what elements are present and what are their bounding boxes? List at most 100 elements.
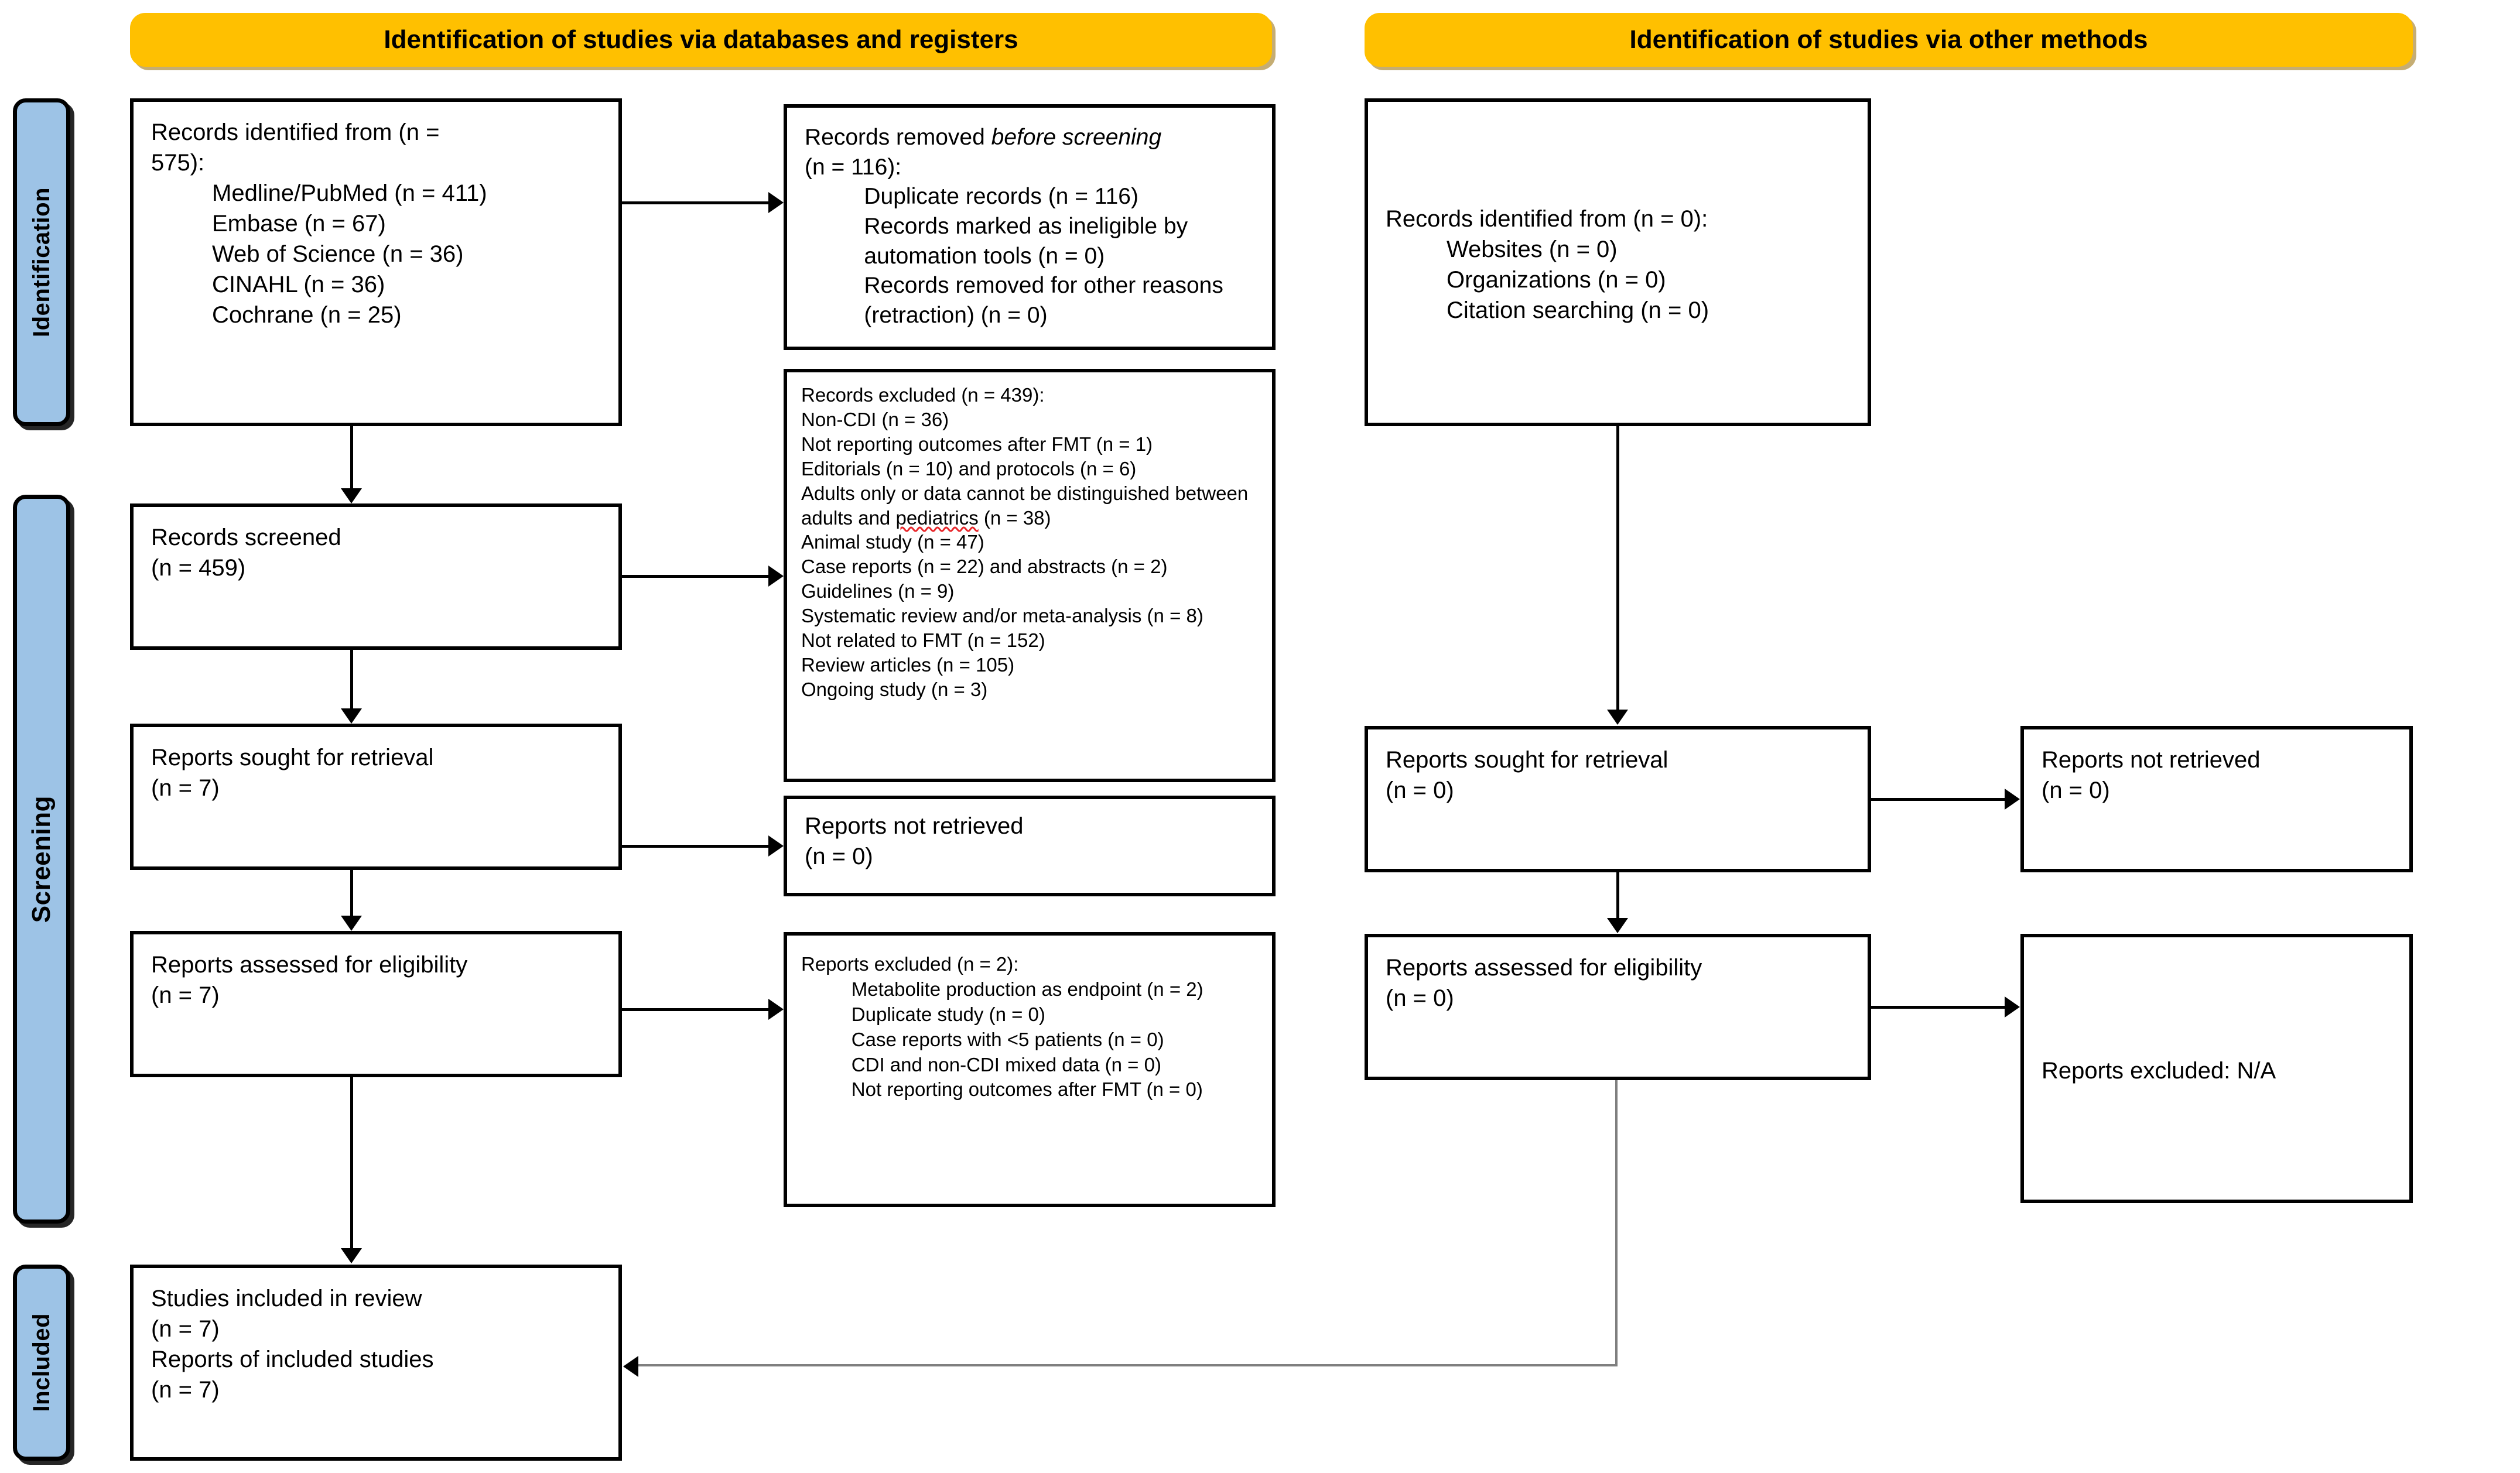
box-records-removed: Records removed before screening (n = 11… bbox=[784, 104, 1276, 350]
box-reports-not-retrieved-left: Reports not retrieved (n = 0) bbox=[784, 796, 1276, 896]
connector-identified-to-screened bbox=[350, 426, 353, 488]
connector-sought-to-assessed-left bbox=[350, 870, 353, 916]
records-excluded-item-10: Ongoing study (n = 3) bbox=[801, 678, 988, 700]
records-excluded-line1: Records excluded (n = 439): bbox=[801, 384, 1045, 406]
box-records-screened: Records screened (n = 459) bbox=[130, 503, 622, 650]
records-identified-other-item-2: Citation searching (n = 0) bbox=[1447, 297, 1709, 323]
records-removed-line1-emphasis: before screening bbox=[991, 125, 1162, 150]
box-records-identified: Records identified from (n = 575): Medli… bbox=[130, 98, 622, 426]
records-screened-line1: Records screened bbox=[151, 525, 341, 550]
box-reports-assessed-right: Reports assessed for eligibility (n = 0) bbox=[1365, 934, 1871, 1080]
records-removed-item-1: Records marked as ineligible by automati… bbox=[864, 214, 1188, 269]
box-reports-excluded-right: Reports excluded: N/A bbox=[2020, 934, 2413, 1203]
reports-sought-right-line1: Reports sought for retrieval bbox=[1386, 747, 1668, 773]
reports-excluded-right-line1: Reports excluded: N/A bbox=[2042, 1058, 2276, 1084]
connector-screened-to-excluded bbox=[622, 575, 768, 578]
arrowhead-assessed-to-included bbox=[341, 1248, 362, 1263]
arrowhead-sought-to-assessed-right bbox=[1607, 918, 1628, 933]
banner-databases-label: Identification of studies via databases … bbox=[384, 25, 1018, 54]
studies-included-line1: Studies included in review bbox=[151, 1286, 422, 1311]
connector-identified-other-to-sought-right bbox=[1616, 426, 1619, 710]
records-excluded-item-2: Editorials (n = 10) and protocols (n = 6… bbox=[801, 457, 1137, 479]
arrowhead-other-methods-to-included bbox=[623, 1356, 638, 1377]
reports-excluded-left-item-2: Case reports with <5 patients (n = 0) bbox=[851, 1028, 1164, 1050]
reports-excluded-left-line1: Reports excluded (n = 2): bbox=[801, 953, 1019, 975]
records-removed-item-2: Records removed for other reasons (retra… bbox=[864, 273, 1223, 328]
arrowhead-screened-to-excluded bbox=[768, 566, 784, 587]
box-reports-not-retrieved-right: Reports not retrieved (n = 0) bbox=[2020, 726, 2413, 872]
spellcheck-misspelled-word: pediatrics bbox=[895, 506, 979, 529]
arrowhead-sought-to-not-retrieved-left bbox=[768, 835, 784, 857]
connector-assessed-right-elbow-vertical bbox=[1615, 1080, 1618, 1366]
reports-not-retrieved-left-line1: Reports not retrieved bbox=[805, 813, 1024, 839]
phase-identification-label: Identification bbox=[28, 187, 54, 337]
records-identified-line1: Records identified from (n = bbox=[151, 119, 440, 145]
banner-databases-registers: Identification of studies via databases … bbox=[130, 13, 1272, 67]
records-excluded-item-7: Systematic review and/or meta-analysis (… bbox=[801, 605, 1203, 627]
records-screened-line2: (n = 459) bbox=[151, 555, 246, 581]
phase-included: Included bbox=[13, 1265, 70, 1461]
connector-screened-to-sought bbox=[350, 650, 353, 708]
records-identified-source-0: Medline/PubMed (n = 411) bbox=[212, 180, 487, 206]
records-removed-line2: (n = 116): bbox=[805, 154, 902, 180]
reports-not-retrieved-right-line1: Reports not retrieved bbox=[2042, 747, 2261, 773]
connector-assessed-to-included bbox=[350, 1077, 353, 1248]
reports-assessed-right-line2: (n = 0) bbox=[1386, 985, 1454, 1011]
arrowhead-assessed-to-excluded-left bbox=[768, 999, 784, 1020]
banner-other-methods-label: Identification of studies via other meth… bbox=[1629, 25, 2148, 54]
connector-assessed-right-elbow-horizontal bbox=[638, 1364, 1618, 1366]
studies-included-line3: Reports of included studies bbox=[151, 1347, 434, 1372]
reports-excluded-left-item-0: Metabolite production as endpoint (n = 2… bbox=[851, 978, 1203, 1000]
box-records-identified-other: Records identified from (n = 0): Website… bbox=[1365, 98, 1871, 426]
connector-sought-to-not-retrieved-left bbox=[622, 845, 768, 848]
connector-assessed-to-excluded-right bbox=[1871, 1006, 2005, 1009]
records-identified-source-1: Embase (n = 67) bbox=[212, 211, 386, 237]
box-reports-sought-left: Reports sought for retrieval (n = 7) bbox=[130, 724, 622, 870]
records-identified-other-item-0: Websites (n = 0) bbox=[1447, 237, 1618, 262]
reports-assessed-left-line2: (n = 7) bbox=[151, 982, 220, 1008]
arrowhead-identified-to-removed bbox=[768, 192, 784, 213]
arrowhead-sought-to-assessed-left bbox=[341, 916, 362, 931]
reports-not-retrieved-left-line2: (n = 0) bbox=[805, 844, 873, 869]
studies-included-line4: (n = 7) bbox=[151, 1377, 220, 1403]
reports-sought-left-line1: Reports sought for retrieval bbox=[151, 745, 434, 770]
box-reports-excluded-left: Reports excluded (n = 2): Metabolite pro… bbox=[784, 932, 1276, 1207]
reports-excluded-left-item-1: Duplicate study (n = 0) bbox=[851, 1003, 1045, 1025]
reports-excluded-left-item-4: Not reporting outcomes after FMT (n = 0) bbox=[851, 1078, 1203, 1101]
records-excluded-item-6: Guidelines (n = 9) bbox=[801, 580, 955, 602]
records-identified-source-2: Web of Science (n = 36) bbox=[212, 241, 464, 267]
records-identified-other-item-1: Organizations (n = 0) bbox=[1447, 267, 1666, 293]
connector-sought-to-assessed-right bbox=[1616, 872, 1619, 918]
records-excluded-item-4: Animal study (n = 47) bbox=[801, 531, 984, 553]
records-removed-line1-prefix: Records removed bbox=[805, 125, 991, 150]
reports-assessed-right-line1: Reports assessed for eligibility bbox=[1386, 955, 1702, 981]
records-identified-source-3: CINAHL (n = 36) bbox=[212, 272, 385, 297]
reports-sought-left-line2: (n = 7) bbox=[151, 775, 220, 801]
connector-assessed-to-excluded-left bbox=[622, 1008, 768, 1011]
reports-assessed-left-line1: Reports assessed for eligibility bbox=[151, 952, 468, 978]
banner-other-methods: Identification of studies via other meth… bbox=[1365, 13, 2413, 67]
box-reports-sought-right: Reports sought for retrieval (n = 0) bbox=[1365, 726, 1871, 872]
records-identified-line2: 575): bbox=[151, 150, 205, 176]
connector-identified-to-removed bbox=[622, 201, 768, 204]
records-identified-other-line1: Records identified from (n = 0): bbox=[1386, 206, 1708, 232]
phase-included-label: Included bbox=[28, 1313, 54, 1412]
records-excluded-item-3: Adults only or data cannot be distinguis… bbox=[801, 482, 1254, 529]
records-excluded-item-9: Review articles (n = 105) bbox=[801, 653, 1015, 676]
box-reports-assessed-left: Reports assessed for eligibility (n = 7) bbox=[130, 931, 622, 1077]
arrowhead-identified-to-screened bbox=[341, 488, 362, 503]
phase-screening-label: Screening bbox=[27, 795, 56, 923]
reports-excluded-left-item-3: CDI and non-CDI mixed data (n = 0) bbox=[851, 1053, 1161, 1075]
arrowhead-assessed-to-excluded-right bbox=[2005, 996, 2020, 1018]
phase-screening: Screening bbox=[13, 495, 70, 1224]
records-removed-item-0: Duplicate records (n = 116) bbox=[864, 184, 1138, 210]
reports-not-retrieved-right-line2: (n = 0) bbox=[2042, 777, 2110, 803]
arrowhead-identified-other-to-sought-right bbox=[1607, 710, 1628, 725]
records-excluded-item-0: Non-CDI (n = 36) bbox=[801, 408, 949, 430]
arrowhead-sought-to-not-retrieved-right bbox=[2005, 789, 2020, 810]
arrowhead-screened-to-sought bbox=[341, 708, 362, 724]
box-studies-included: Studies included in review (n = 7) Repor… bbox=[130, 1265, 622, 1461]
records-excluded-item-5: Case reports (n = 22) and abstracts (n =… bbox=[801, 556, 1168, 578]
reports-sought-right-line2: (n = 0) bbox=[1386, 777, 1454, 803]
